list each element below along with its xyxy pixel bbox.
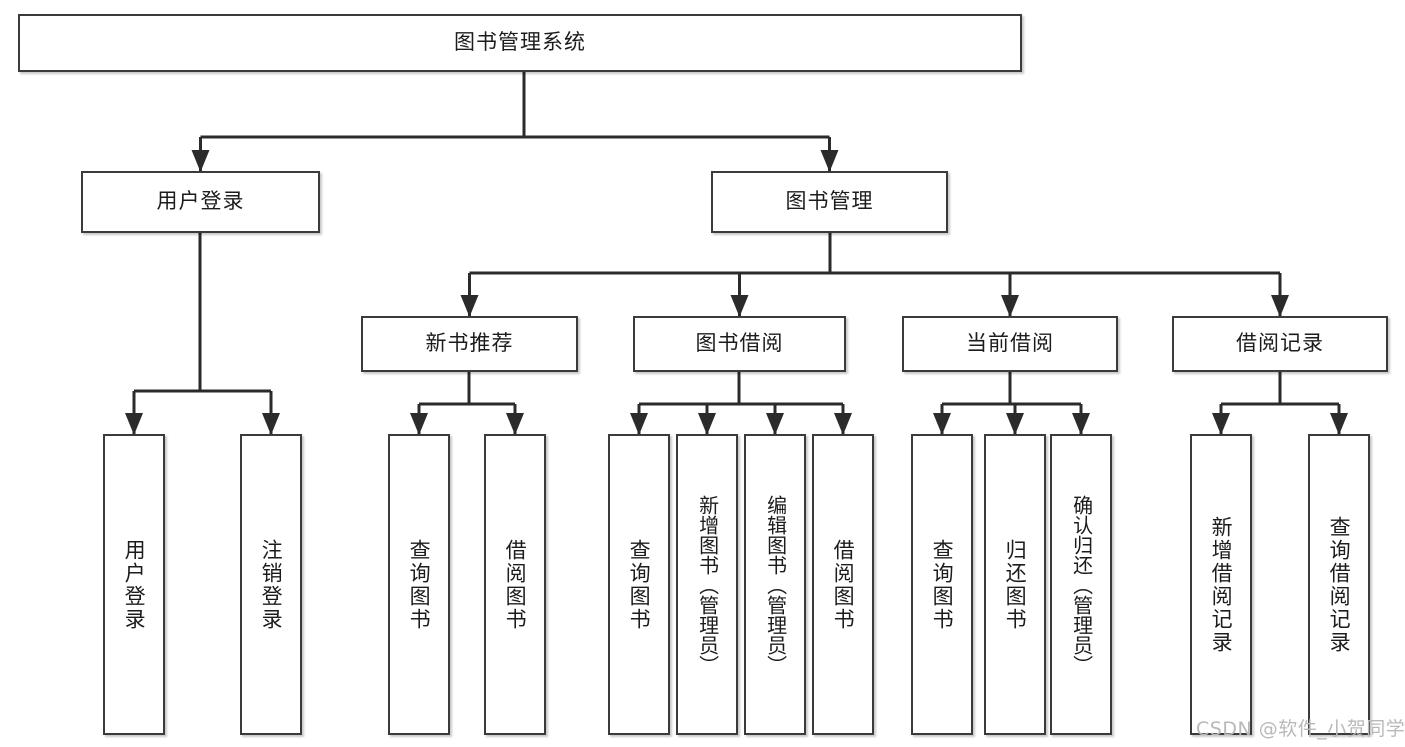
node-user-login[interactable]: 用户登录: [81, 171, 320, 233]
borrow-to-leaves-arrow-leaf-borrow-book: [834, 413, 852, 435]
node-book-management[interactable]: 图书管理: [711, 171, 948, 233]
userlogin-to-leaves-arrow-leaf-user-login: [125, 413, 143, 435]
node-leaf-return-book[interactable]: 归还图书: [984, 434, 1046, 735]
node-leaf-add-book-admin[interactable]: 新增图书（管理员）: [676, 434, 738, 735]
node-label-leaf-query-book-borrow: 查询图书: [627, 538, 652, 631]
node-label-user-login: 用户登录: [156, 189, 245, 214]
node-label-leaf-add-book-admin: 新增图书（管理员）: [695, 494, 720, 675]
node-leaf-borrow-book[interactable]: 借阅图书: [812, 434, 874, 735]
node-label-leaf-edit-book-admin: 编辑图书（管理员）: [763, 494, 788, 675]
borrow-to-leaves-arrow-leaf-add-book-admin: [698, 413, 716, 435]
bookmgmt-to-level2-arrow-new-book-recommend: [460, 295, 479, 317]
node-label-leaf-user-login: 用户登录: [122, 538, 147, 631]
borrow-to-leaves-arrow-leaf-edit-book-admin: [766, 413, 784, 435]
node-label-borrow-record: 借阅记录: [1236, 331, 1324, 356]
node-label-leaf-query-book-current: 查询图书: [930, 538, 955, 631]
node-current-borrow[interactable]: 当前借阅: [902, 316, 1118, 372]
node-label-leaf-logout: 注销登录: [259, 538, 284, 631]
node-label-leaf-confirm-return-admin: 确认归还（管理员）: [1069, 494, 1094, 675]
node-leaf-confirm-return-admin[interactable]: 确认归还（管理员）: [1050, 434, 1112, 735]
node-label-leaf-borrow-book-recommend: 借阅图书: [503, 538, 528, 631]
root-to-level1-arrow-book-management: [820, 150, 839, 172]
node-leaf-edit-book-admin[interactable]: 编辑图书（管理员）: [744, 434, 806, 735]
watermark-text: CSDN @软件_小贺同学: [1196, 718, 1405, 740]
record-to-leaves-arrow-leaf-add-borrow-record: [1212, 413, 1230, 435]
current-to-leaves-arrow-leaf-query-book-current: [933, 413, 951, 435]
node-leaf-query-book-borrow[interactable]: 查询图书: [608, 434, 670, 735]
node-root[interactable]: 图书管理系统: [18, 14, 1022, 72]
node-label-new-book-recommend: 新书推荐: [425, 331, 514, 356]
bookmgmt-to-level2-arrow-current-borrow: [1001, 295, 1019, 317]
node-label-book-borrow: 图书借阅: [695, 331, 784, 356]
node-label-leaf-query-book-recommend: 查询图书: [407, 538, 432, 631]
node-label-current-borrow: 当前借阅: [966, 331, 1054, 356]
node-label-leaf-return-book: 归还图书: [1003, 538, 1028, 631]
recommend-to-leaves-arrow-leaf-query-book-recommend: [410, 413, 428, 435]
node-label-root: 图书管理系统: [454, 30, 586, 55]
record-to-leaves-arrow-leaf-query-borrow-record: [1330, 413, 1348, 435]
node-borrow-record[interactable]: 借阅记录: [1172, 316, 1388, 372]
node-leaf-query-book-current[interactable]: 查询图书: [911, 434, 973, 735]
node-label-leaf-borrow-book: 借阅图书: [831, 538, 856, 631]
current-to-leaves-arrow-leaf-confirm-return-admin: [1072, 413, 1090, 435]
node-leaf-query-book-recommend[interactable]: 查询图书: [388, 434, 450, 735]
node-label-leaf-add-borrow-record: 新增借阅记录: [1209, 515, 1234, 654]
bookmgmt-to-level2-arrow-borrow-record: [1271, 295, 1289, 317]
userlogin-to-leaves-arrow-leaf-logout: [262, 413, 280, 435]
node-new-book-recommend[interactable]: 新书推荐: [361, 316, 578, 372]
node-leaf-user-login[interactable]: 用户登录: [103, 434, 165, 735]
current-to-leaves-arrow-leaf-return-book: [1006, 413, 1024, 435]
root-to-level1-arrow-user-login: [191, 150, 210, 172]
node-leaf-logout[interactable]: 注销登录: [240, 434, 302, 735]
recommend-to-leaves-arrow-leaf-borrow-book-recommend: [506, 413, 524, 435]
node-leaf-query-borrow-record[interactable]: 查询借阅记录: [1308, 434, 1370, 735]
node-book-borrow[interactable]: 图书借阅: [633, 316, 846, 372]
node-leaf-add-borrow-record[interactable]: 新增借阅记录: [1190, 434, 1252, 735]
node-leaf-borrow-book-recommend[interactable]: 借阅图书: [484, 434, 546, 735]
node-label-leaf-query-borrow-record: 查询借阅记录: [1327, 515, 1352, 654]
borrow-to-leaves-arrow-leaf-query-book-borrow: [630, 413, 648, 435]
bookmgmt-to-level2-arrow-book-borrow: [730, 295, 749, 317]
node-label-book-management: 图书管理: [785, 189, 874, 214]
